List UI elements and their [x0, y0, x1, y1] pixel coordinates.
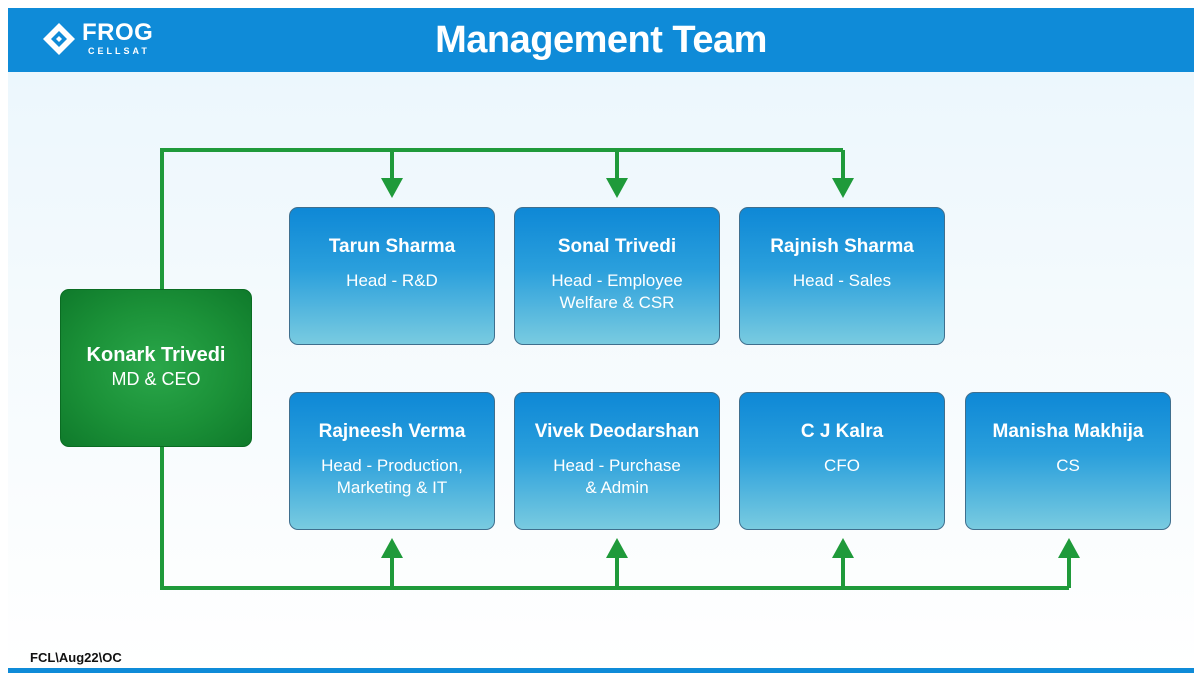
member-role: CS	[1056, 456, 1080, 475]
frog-cellsat-logo: FROG CELLSAT	[42, 20, 182, 62]
slide: FROG CELLSAT Management Team	[8, 8, 1194, 673]
arrow-up-4	[1058, 538, 1080, 588]
logo-text: FROG	[82, 19, 154, 46]
member-name: Tarun Sharma	[328, 236, 456, 257]
member-role: Head - Purchase & Admin	[553, 456, 681, 497]
arrow-down-3	[832, 150, 854, 198]
arrow-up-1	[381, 538, 403, 588]
member-role: Head - Production, Marketing & IT	[321, 456, 463, 497]
member-box-sonal-trivedi: Sonal Trivedi Head - Employee Welfare & …	[514, 207, 720, 345]
member-role: Head - R&D	[346, 271, 438, 290]
bottom-connector-line	[160, 447, 1069, 590]
document-code: FCL\Aug22\OC	[30, 650, 122, 665]
member-role: CFO	[824, 456, 860, 475]
member-box-cj-kalra: C J Kalra CFO	[739, 392, 945, 530]
arrow-up-3	[832, 538, 854, 588]
frog-logo-icon	[43, 23, 75, 55]
arrow-down-2	[606, 150, 628, 198]
header-bar: FROG CELLSAT Management Team	[8, 8, 1194, 72]
member-name: Rajneesh Verma	[318, 421, 466, 442]
member-name: Rajnish Sharma	[770, 236, 914, 257]
member-name: Manisha Makhija	[992, 421, 1144, 442]
member-name: Sonal Trivedi	[557, 236, 677, 257]
member-name: Vivek Deodarshan	[534, 421, 700, 442]
ceo-box: Konark Trivedi MD & CEO	[60, 289, 252, 447]
ceo-name: Konark Trivedi	[86, 344, 226, 366]
logo-subtext: CELLSAT	[88, 46, 150, 56]
member-role: Head - Employee Welfare & CSR	[551, 271, 683, 312]
arrow-up-2	[606, 538, 628, 588]
member-box-tarun-sharma: Tarun Sharma Head - R&D	[289, 207, 495, 345]
arrow-down-1	[381, 150, 403, 198]
member-box-manisha-makhija: Manisha Makhija CS	[965, 392, 1171, 530]
bottom-accent-bar	[8, 668, 1194, 673]
org-connectors	[160, 148, 1080, 590]
member-box-rajnish-sharma: Rajnish Sharma Head - Sales	[739, 207, 945, 345]
ceo-role: MD & CEO	[111, 369, 201, 389]
member-box-vivek-deodarshan: Vivek Deodarshan Head - Purchase & Admin	[514, 392, 720, 530]
member-role: Head - Sales	[792, 271, 892, 290]
page-title: Management Team	[435, 19, 767, 61]
member-box-rajneesh-verma: Rajneesh Verma Head - Production, Market…	[289, 392, 495, 530]
member-name: C J Kalra	[800, 421, 884, 442]
